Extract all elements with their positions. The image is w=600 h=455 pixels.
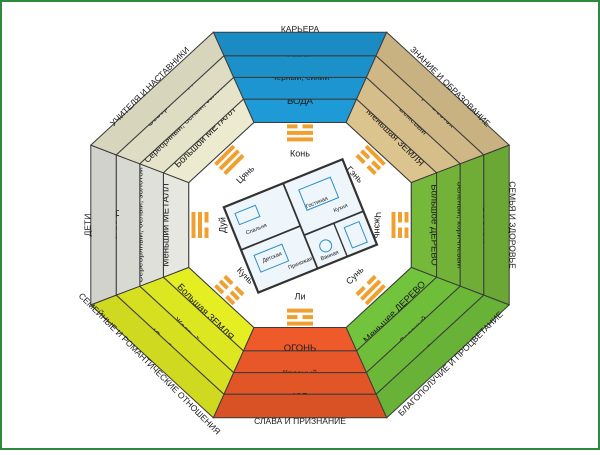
trigram-line-broken — [366, 274, 377, 286]
trigram-line-broken — [287, 315, 298, 320]
trigram-3: Чжэнь — [373, 212, 409, 239]
sector-south-element-label: ОГОНЬ — [284, 343, 317, 354]
plan-wall — [240, 225, 301, 251]
sector-south-aspiration-band — [212, 393, 388, 419]
trigram-line-solid — [364, 144, 386, 166]
trigram-line-solid — [287, 137, 313, 142]
sector-northwest-aspiration-band — [89, 31, 225, 156]
center-layer: КоньГэньЧжэньСуньЛиКуньДуйЦяньКухняВанна… — [188, 122, 412, 328]
trigram-line-broken — [204, 227, 209, 238]
trigram-line-broken — [225, 295, 236, 306]
trigram-line-solid — [198, 212, 202, 238]
trigram-line-solid — [214, 144, 236, 166]
trigram-line-broken — [218, 279, 229, 290]
trigram-line-broken — [204, 212, 209, 223]
trigram-line-broken — [404, 212, 409, 223]
trigram-line-broken — [223, 274, 234, 286]
trigram-line-broken — [214, 284, 225, 295]
trigram-line-solid — [191, 212, 196, 238]
trigram-line-solid — [391, 212, 396, 238]
trigram-line-solid — [287, 130, 313, 135]
sector-west-element-label: Меньший МЕТАЛЛ — [160, 183, 171, 266]
plan-furniture — [253, 243, 290, 273]
trigram-line-solid — [364, 284, 386, 306]
trigram-7: Дуй — [191, 212, 228, 238]
trigram-name: Чжэнь — [373, 212, 383, 239]
sector-west: Меньший МЕТАЛЛСеребряный, белый, золотой… — [82, 144, 190, 306]
trigram-line-broken — [229, 290, 240, 301]
trigram-name: Конь — [290, 149, 310, 159]
trigram-line-broken — [234, 285, 245, 297]
floor-plan: КухняВаннаяПрихожаяСпальняГостинаяДетска… — [222, 157, 379, 294]
trigram-line-broken — [287, 124, 298, 129]
sector-west-aspiration-label: ДЕТИ — [82, 214, 92, 237]
sector-west-direction-band — [115, 154, 141, 296]
trigram-name: Ли — [295, 291, 306, 301]
trigram-line-broken — [302, 315, 313, 320]
trigram-line-broken — [302, 124, 313, 129]
trigram-line-solid — [218, 149, 240, 171]
plan-furniture — [234, 204, 261, 226]
trigram-line-broken — [404, 227, 409, 238]
sector-north-element-label: ВОДА — [287, 96, 314, 107]
sector-south-aspiration-label: СЛАВА И ПРИЗНАНИЕ — [254, 416, 346, 426]
trigram-line-broken — [398, 212, 402, 223]
sector-east-aspiration-band — [483, 144, 510, 306]
trigram-name: Дуй — [218, 217, 228, 233]
trigram-1: Конь — [287, 124, 313, 159]
trigram-line-broken — [366, 164, 377, 176]
trigram-line-solid — [287, 308, 313, 313]
plan-wall — [333, 222, 348, 257]
sector-east-element-label: Большое ДЕРЕВО — [429, 184, 440, 265]
trigram-5: Ли — [287, 291, 313, 326]
sector-north-aspiration-label: КАРЬЕРА — [281, 24, 320, 34]
sector-northwest: Большой МЕТАЛЛСеребряный, белый, золотой… — [89, 31, 255, 184]
plan-furniture — [319, 239, 333, 253]
trigram-line-broken — [371, 160, 382, 171]
sector-west-aspiration-band — [90, 144, 117, 306]
trigram-line-broken — [360, 149, 371, 160]
sector-south: ОГОНЬКрасныйЮГСЛАВА И ПРИЗНАНИЕ — [212, 327, 388, 426]
trigram-line-broken — [398, 227, 402, 238]
trigram-line-solid — [360, 279, 382, 301]
trigram-line-solid — [287, 321, 313, 326]
trigram-line-broken — [355, 285, 366, 297]
sector-north-aspiration-band — [212, 31, 388, 57]
sector-east: Большое ДЕРЕВОЗеленый, коричневыйВОСТОКС… — [410, 144, 518, 306]
sector-east-aspiration-label: СЕМЬЯ И ЗДОРОВЬЕ — [508, 181, 518, 269]
sector-east-direction-band — [459, 154, 485, 296]
plan-furniture — [298, 176, 340, 211]
sector-northeast: Меньшая ЗЕМЛЯБежевыйСеверо-ВостокЗНАНИЕ … — [345, 31, 511, 184]
trigram-line-broken — [355, 153, 366, 165]
sector-north-direction-band — [223, 55, 377, 78]
plan-furniture — [343, 220, 368, 249]
plan-room-label: Кухня — [333, 203, 349, 214]
trigram-line-solid — [223, 153, 245, 176]
